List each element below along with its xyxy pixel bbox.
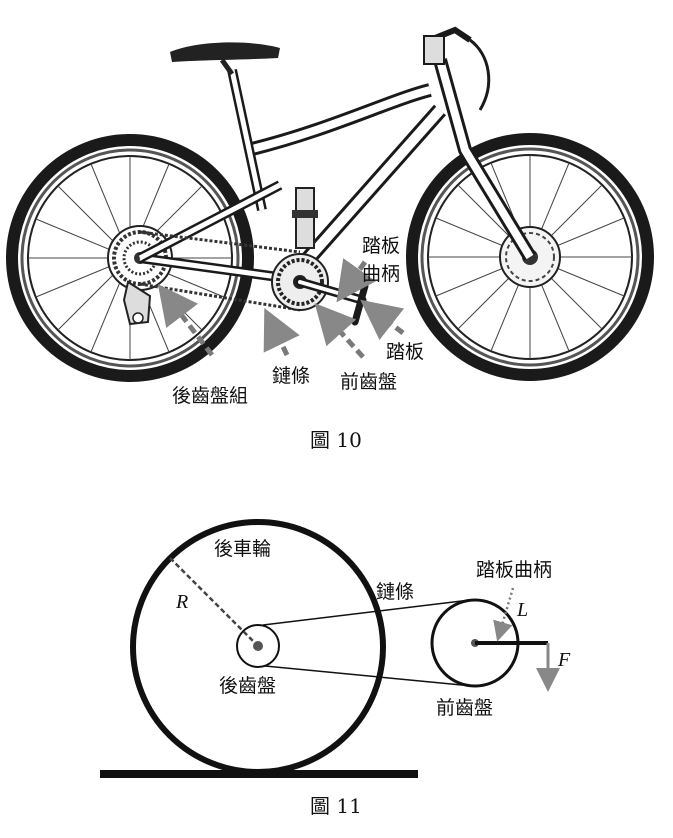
label-rear-cassette: 後齒盤組 bbox=[172, 385, 248, 407]
bicycle-illustration bbox=[6, 26, 654, 382]
handlebar bbox=[423, 26, 491, 111]
rear-shock bbox=[292, 187, 318, 249]
figure10-caption: 圖 10 bbox=[310, 428, 362, 452]
rear-wheel-circle bbox=[130, 519, 386, 775]
chain-upper bbox=[262, 599, 471, 626]
symbol-L: L bbox=[516, 599, 528, 621]
label-front-chainring-fig11: 前齒盤 bbox=[436, 697, 493, 719]
pedal bbox=[351, 282, 369, 326]
label-pedal-crank-fig11: 踏板曲柄 bbox=[476, 559, 552, 581]
label-pedal-crank-line2: 曲柄 bbox=[362, 263, 400, 285]
bicycle-frame bbox=[137, 58, 536, 285]
label-chain: 鏈條 bbox=[272, 365, 310, 387]
fig10-labels: 踏板 曲柄 踏板 前齒盤 鏈條 後齒盤組 bbox=[172, 235, 424, 407]
label-front-chainring: 前齒盤 bbox=[340, 371, 397, 393]
label-rear-sprocket: 後齒盤 bbox=[219, 675, 276, 697]
figure11-caption: 圖 11 bbox=[310, 794, 362, 818]
chain-lower bbox=[264, 665, 473, 687]
label-pedal-crank-line1: 踏板 bbox=[362, 235, 400, 257]
symbol-F: F bbox=[557, 649, 571, 671]
rear-sprocket-circle bbox=[236, 624, 280, 668]
symbol-R: R bbox=[175, 591, 188, 613]
label-pedal: 踏板 bbox=[386, 341, 424, 363]
arrow-front-chainring bbox=[314, 303, 365, 359]
arrow-pedal-crank bbox=[336, 258, 376, 303]
rear-wheel bbox=[6, 134, 254, 382]
arrow-chain bbox=[263, 307, 300, 357]
fig10-arrows bbox=[157, 258, 405, 359]
label-chain-fig11: 鏈條 bbox=[376, 581, 414, 603]
saddle bbox=[170, 42, 280, 76]
fig11-labels: 後車輪 鏈條 踏板曲柄 後齒盤 前齒盤 R L F bbox=[175, 538, 571, 719]
fig11-schematic bbox=[100, 519, 560, 778]
rear-axle-dot bbox=[253, 641, 263, 651]
label-rear-wheel: 後車輪 bbox=[214, 538, 271, 560]
arrow-rear-cassette bbox=[157, 284, 214, 357]
arrow-pedal bbox=[360, 299, 405, 341]
radius-line bbox=[169, 557, 256, 644]
